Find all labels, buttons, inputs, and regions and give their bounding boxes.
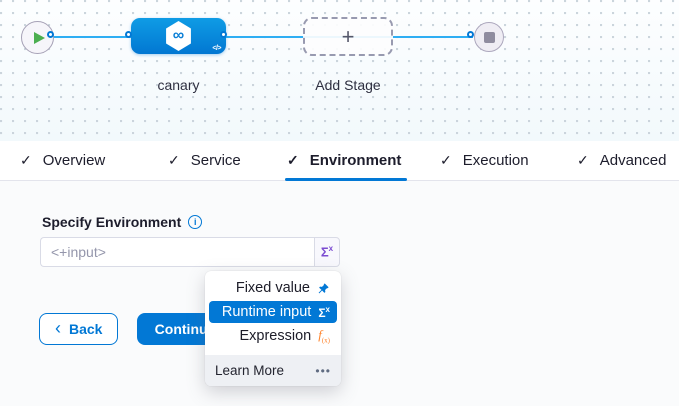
check-icon: ✓ <box>287 152 299 168</box>
option-runtime-input[interactable]: Runtime input Σx <box>209 301 337 323</box>
environment-input-group: Σx <box>40 237 340 267</box>
sigma-icon: Σx <box>318 304 330 320</box>
tab-label: Execution <box>462 152 529 169</box>
more-options-icon[interactable]: ••• <box>315 363 331 378</box>
stage-icon-glyph: ∞ <box>172 27 185 44</box>
tab-label: Advanced <box>599 152 667 169</box>
back-button[interactable]: ‹ Back <box>39 313 119 345</box>
option-label: Runtime input <box>221 304 312 320</box>
check-icon: ✓ <box>440 152 452 168</box>
tab-label: Service <box>190 152 241 169</box>
check-icon: ✓ <box>168 152 180 168</box>
deployment-stage-icon: ∞ <box>166 21 191 51</box>
chevron-left-icon: ‹ <box>55 318 61 338</box>
tab-label: Environment <box>309 152 402 169</box>
learn-more-link[interactable]: Learn More <box>215 363 285 378</box>
specify-environment-label: Specify Environment i <box>42 214 203 230</box>
option-label: Expression <box>239 328 312 344</box>
play-icon <box>33 31 45 44</box>
tab-execution[interactable]: ✓ Execution <box>440 141 529 180</box>
connector-port[interactable] <box>467 31 474 38</box>
add-stage-button[interactable]: + <box>303 17 393 56</box>
check-icon: ✓ <box>577 152 589 168</box>
connector-port[interactable] <box>47 31 54 38</box>
continue-button-label: Continue <box>154 321 216 337</box>
field-label-text: Specify Environment <box>42 214 182 230</box>
tab-environment[interactable]: ✓ Environment <box>284 141 408 181</box>
input-type-dropdown: Fixed value Runtime input Σx Expression … <box>205 271 341 386</box>
stage-tab-bar: ✓ Overview ✓ Service ✓ Environment ✓ Exe… <box>0 141 679 181</box>
sigma-icon: Σx <box>320 244 334 260</box>
plus-icon: + <box>341 23 355 49</box>
connector-port[interactable] <box>125 31 132 38</box>
add-stage-label: Add Stage <box>315 77 381 93</box>
code-badge-icon: </> <box>212 45 221 52</box>
info-icon[interactable]: i <box>188 215 203 229</box>
flow-connector-line <box>53 36 473 38</box>
tab-label: Overview <box>42 152 106 169</box>
tab-advanced[interactable]: ✓ Advanced <box>577 141 666 180</box>
check-icon: ✓ <box>20 152 32 168</box>
input-type-options: Fixed value Runtime input Σx Expression … <box>205 271 341 355</box>
pipeline-end-node[interactable] <box>474 22 504 52</box>
back-button-label: Back <box>69 321 103 337</box>
environment-input[interactable] <box>40 237 314 267</box>
fx-icon: f(x) <box>318 327 330 345</box>
connector-port[interactable] <box>220 31 227 38</box>
option-label: Fixed value <box>235 280 310 296</box>
stop-icon <box>483 31 495 43</box>
option-fixed-value[interactable]: Fixed value <box>209 277 337 299</box>
pin-icon <box>317 282 330 295</box>
option-expression[interactable]: Expression f(x) <box>209 325 337 347</box>
stage-node-canary[interactable]: ∞ </> <box>131 18 226 54</box>
pipeline-canvas[interactable]: ∞ </> + canary Add Stage <box>0 0 679 141</box>
stage-name-label: canary <box>157 77 200 93</box>
input-type-selector-button[interactable]: Σx <box>314 237 340 267</box>
tab-service[interactable]: ✓ Service <box>168 141 241 180</box>
tab-overview[interactable]: ✓ Overview <box>20 141 105 180</box>
dropdown-footer: Learn More ••• <box>205 355 341 386</box>
environment-tab-panel: Specify Environment i Σx ‹ Back Continue… <box>0 181 679 406</box>
